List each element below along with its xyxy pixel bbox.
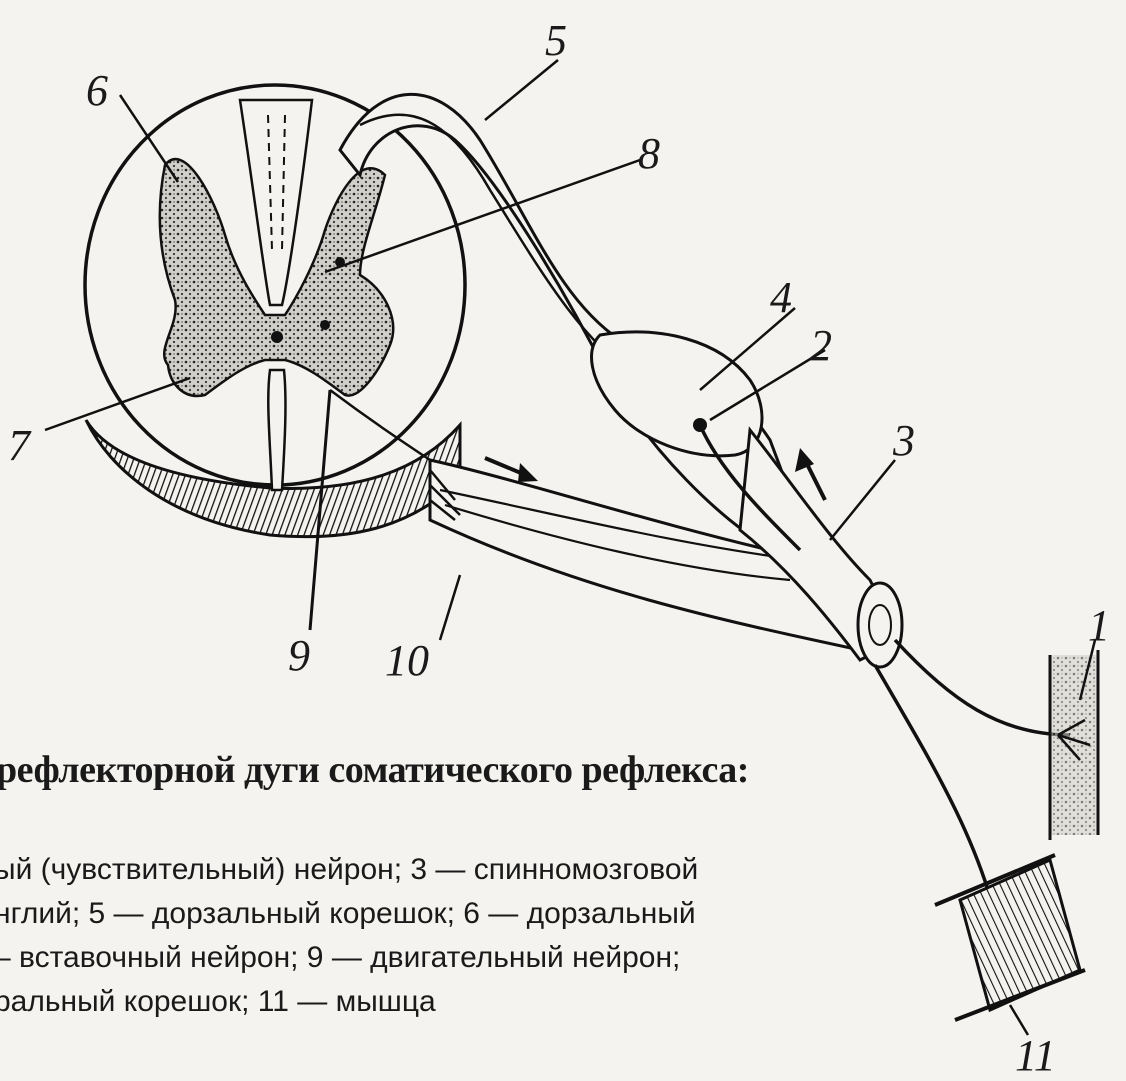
label-8: 8 [638,129,660,178]
caption-line: ый (чувствительный) нейрон; 3 — спинномо… [0,848,698,892]
label-7: 7 [8,421,32,470]
label-5: 5 [545,16,567,65]
caption-body: ый (чувствительный) нейрон; 3 — спинномо… [0,848,698,1024]
spinal-ganglion [592,332,762,456]
label-9: 9 [288,631,310,680]
skin-receptor [1050,650,1098,840]
caption-line: нглий; 5 — дорзальный корешок; 6 — дорза… [0,892,698,936]
spinal-cord [85,85,465,537]
label-4: 4 [770,273,792,322]
muscle [935,855,1085,1020]
caption-line: – вставочный нейрон; 9 — двигательный не… [0,936,698,980]
caption-title: рефлекторной дуги соматического рефлекса… [0,748,749,792]
ventral-fissure [268,370,285,490]
nerve-to-receptor [895,640,1070,735]
label-10: 10 [385,636,429,685]
label-3: 3 [892,416,915,465]
label-1: 1 [1088,601,1110,650]
label-2: 2 [810,321,832,370]
central-canal [271,331,283,343]
label-6: 6 [86,66,108,115]
label-11: 11 [1015,1031,1056,1080]
caption-line: ральный корешок; 11 — мышца [0,980,698,1024]
